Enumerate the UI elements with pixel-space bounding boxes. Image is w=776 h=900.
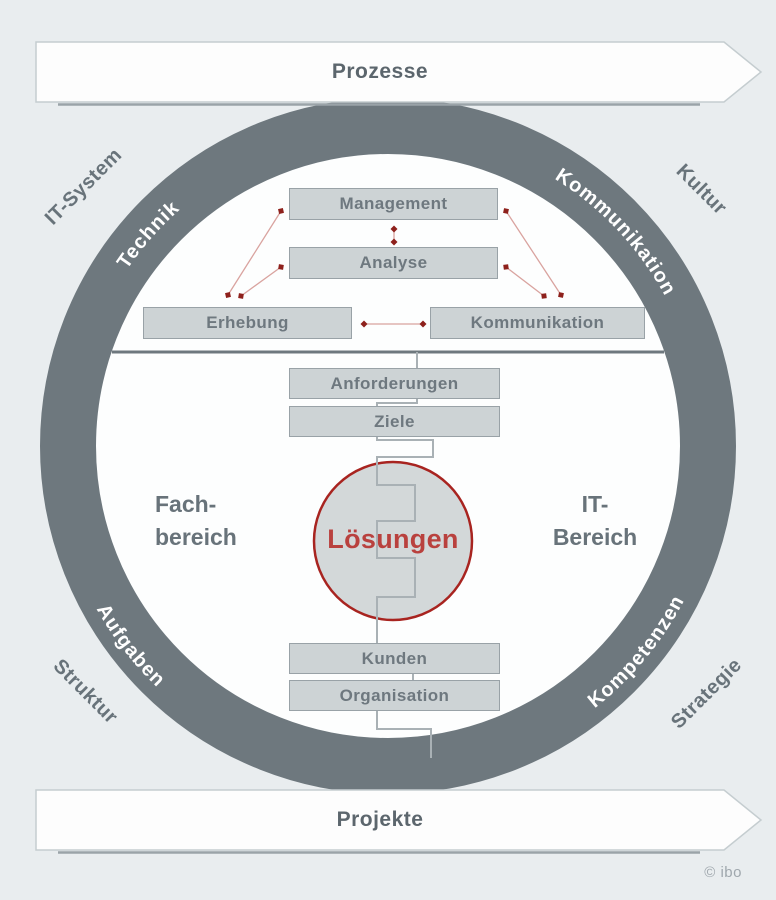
relation-arrows bbox=[225, 208, 564, 328]
arrow-management-erhebung bbox=[225, 208, 284, 298]
arrow-management-kommunikation bbox=[503, 208, 564, 298]
inner-disc bbox=[96, 154, 680, 738]
arrow-analyse-kommunikation bbox=[503, 264, 547, 299]
arrow-analyse-erhebung bbox=[238, 264, 284, 299]
loesungen-circle bbox=[312, 460, 474, 622]
ring bbox=[40, 98, 736, 794]
bottom-banner-arrow bbox=[35, 789, 763, 851]
top-banner-arrow bbox=[35, 41, 763, 103]
